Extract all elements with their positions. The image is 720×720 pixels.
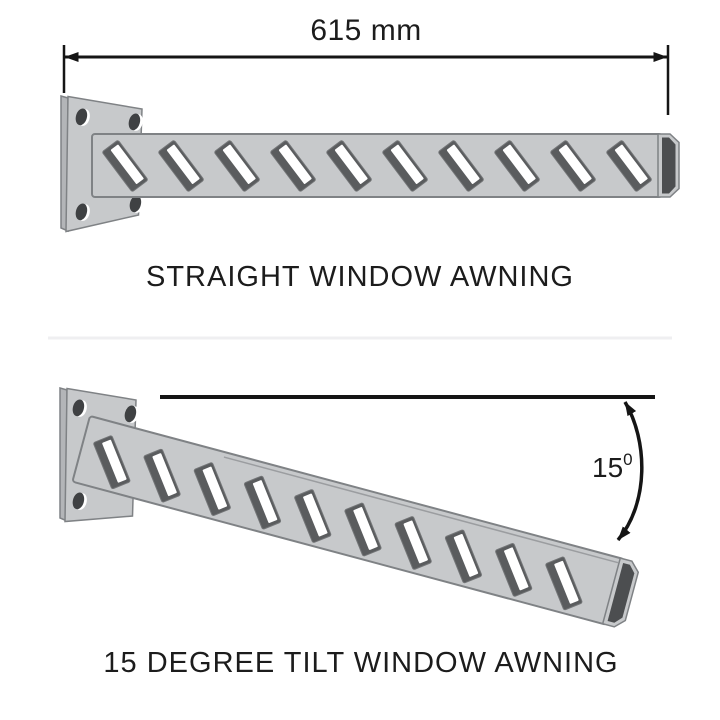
awning-slot xyxy=(158,140,204,192)
bolt-holes xyxy=(75,108,144,221)
figure-caption-tilt: 15 DEGREE TILT WINDOW AWNING xyxy=(103,647,618,679)
awning-slot xyxy=(193,462,231,516)
awning-slot xyxy=(606,140,652,192)
awning-arm-tilted xyxy=(72,415,640,628)
awning-arm-straight xyxy=(91,133,680,198)
bolt-hole xyxy=(72,399,87,417)
bolt-hole xyxy=(75,108,90,126)
awning-slot xyxy=(102,140,148,192)
arm-slots xyxy=(93,435,583,611)
bolt-holes xyxy=(72,399,139,510)
awning-slot xyxy=(326,140,372,192)
awning-slot xyxy=(270,140,316,192)
straight-awning-figure: 615 mm STRAIGHT WINDOW AWNING xyxy=(60,14,680,293)
bolt-hole xyxy=(75,203,90,221)
bolt-hole xyxy=(72,492,87,510)
arm-top-face-edge xyxy=(223,456,619,564)
dimension-label: 615 mm xyxy=(310,14,421,47)
dimension-annotation: 615 mm xyxy=(62,14,670,115)
awning-slot xyxy=(143,448,181,503)
angle-label: 150 xyxy=(592,450,633,483)
angle-arc xyxy=(616,401,644,542)
awning-slot xyxy=(294,489,332,543)
awning-slot xyxy=(438,140,484,192)
awning-slot xyxy=(444,529,482,584)
bolt-hole xyxy=(129,195,144,213)
angle-superscript: 0 xyxy=(623,450,632,469)
bolt-hole xyxy=(128,113,143,131)
awning-slot xyxy=(495,543,533,597)
awning-slot xyxy=(550,140,596,192)
awning-slot xyxy=(93,435,131,490)
awning-slot xyxy=(243,475,282,530)
arm-slots xyxy=(102,140,652,192)
awning-slot xyxy=(382,140,428,192)
arm-end-cap-opening xyxy=(607,562,635,623)
figure-caption-straight: STRAIGHT WINDOW AWNING xyxy=(146,261,574,293)
awning-slot xyxy=(494,140,540,192)
awning-slot xyxy=(545,556,583,611)
awning-slot xyxy=(344,502,382,557)
tilt-awning-figure: 150 15 DEGREE TILT WINDOW AWNING xyxy=(59,387,655,679)
arm-end-cap-opening xyxy=(662,137,676,194)
awning-slot xyxy=(214,140,260,192)
awning-slot xyxy=(394,516,432,570)
angle-annotation: 150 xyxy=(160,395,655,542)
bolt-hole xyxy=(124,405,139,423)
